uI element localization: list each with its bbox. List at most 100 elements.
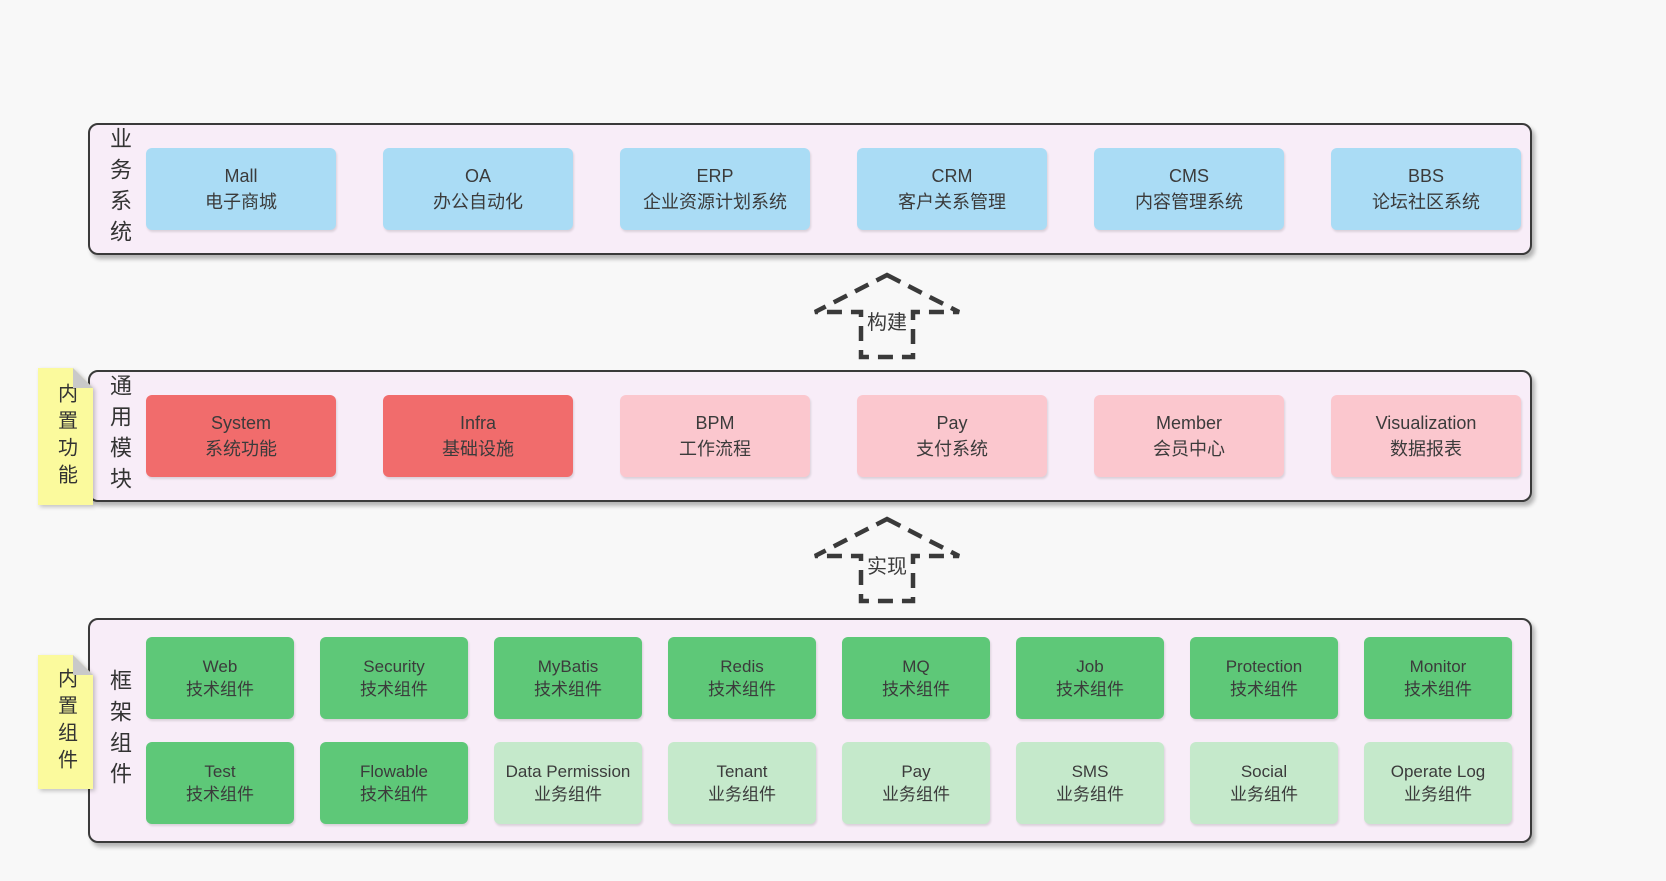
component-subtitle: 业务组件 <box>1056 785 1124 804</box>
module-title: BPM <box>695 413 735 433</box>
component-box-monitor: Monitor 技术组件 <box>1364 637 1512 719</box>
module-subtitle: 数据报表 <box>1390 439 1462 459</box>
component-title: Data Permission <box>505 762 631 781</box>
module-title: Infra <box>459 413 497 433</box>
module-box-system: System 系统功能 <box>146 395 336 477</box>
component-subtitle: 技术组件 <box>1230 680 1298 699</box>
component-title: Redis <box>720 657 764 676</box>
module-subtitle: 客户关系管理 <box>898 192 1006 212</box>
component-box-sms: SMS 业务组件 <box>1016 742 1164 824</box>
component-subtitle: 技术组件 <box>186 680 254 699</box>
component-subtitle: 技术组件 <box>708 680 776 699</box>
component-title: Operate Log <box>1390 762 1486 781</box>
band-label-common-modules: 通用模块 <box>107 374 132 498</box>
module-box-mall: Mall 电子商城 <box>146 148 336 230</box>
module-subtitle: 办公自动化 <box>433 192 523 212</box>
sticky-label: 内置组件 <box>54 668 77 776</box>
module-title: Visualization <box>1375 413 1477 433</box>
module-box-bbs: BBS 论坛社区系统 <box>1331 148 1521 230</box>
sticky-note-builtin-features: 内置功能 <box>38 368 93 505</box>
component-title: Job <box>1076 657 1104 676</box>
component-subtitle: 业务组件 <box>534 785 602 804</box>
module-box-pay: Pay 支付系统 <box>857 395 1047 477</box>
band-framework-components: 框架组件 Web 技术组件 Security 技术组件 MyBatis 技术组件… <box>88 618 1532 843</box>
component-title: Test <box>204 762 236 781</box>
component-subtitle: 技术组件 <box>1056 680 1124 699</box>
component-subtitle: 技术组件 <box>1404 680 1472 699</box>
band-label-framework-components: 框架组件 <box>107 668 132 793</box>
module-subtitle: 论坛社区系统 <box>1372 192 1480 212</box>
component-title: Pay <box>901 762 931 781</box>
module-subtitle: 会员中心 <box>1153 439 1225 459</box>
component-box-mybatis: MyBatis 技术组件 <box>494 637 642 719</box>
component-title: Protection <box>1225 657 1303 676</box>
module-box-bpm: BPM 工作流程 <box>620 395 810 477</box>
module-box-infra: Infra 基础设施 <box>383 395 573 477</box>
folded-corner-icon <box>73 368 93 388</box>
module-subtitle: 工作流程 <box>679 439 751 459</box>
build-arrow: 构建 <box>812 272 962 360</box>
folded-corner-icon <box>73 655 93 675</box>
band-common-modules: 通用模块 System 系统功能 Infra 基础设施 BPM 工作流程 Pay… <box>88 370 1532 502</box>
module-title: CMS <box>1169 166 1209 186</box>
module-subtitle: 支付系统 <box>916 439 988 459</box>
module-title: CRM <box>931 166 973 186</box>
module-title: Mall <box>224 166 258 186</box>
sticky-label: 内置功能 <box>54 382 77 491</box>
component-subtitle: 业务组件 <box>882 785 950 804</box>
component-box-tenant: Tenant 业务组件 <box>668 742 816 824</box>
up-arrow-icon <box>813 516 961 604</box>
module-subtitle: 基础设施 <box>442 439 514 459</box>
component-subtitle: 业务组件 <box>1404 785 1472 804</box>
module-title: ERP <box>696 166 734 186</box>
band-label-business-systems: 业务系统 <box>107 127 132 251</box>
component-title: Tenant <box>716 762 768 781</box>
component-box-security: Security 技术组件 <box>320 637 468 719</box>
module-box-member: Member 会员中心 <box>1094 395 1284 477</box>
component-box-mq: MQ 技术组件 <box>842 637 990 719</box>
component-subtitle: 业务组件 <box>1230 785 1298 804</box>
business-box-row: Mall 电子商城 OA 办公自动化 ERP 企业资源计划系统 CRM 客户关系… <box>146 148 1521 230</box>
module-title: Member <box>1155 413 1222 433</box>
component-title: MQ <box>902 657 930 676</box>
component-subtitle: 技术组件 <box>360 680 428 699</box>
component-box-protection: Protection 技术组件 <box>1190 637 1338 719</box>
component-title: MyBatis <box>537 657 599 676</box>
component-title: Security <box>363 657 425 676</box>
sticky-note-builtin-components: 内置组件 <box>38 655 93 789</box>
module-title: Pay <box>936 413 968 433</box>
component-title: Social <box>1240 762 1288 781</box>
component-box-job: Job 技术组件 <box>1016 637 1164 719</box>
component-box-flowable: Flowable 技术组件 <box>320 742 468 824</box>
module-subtitle: 电子商城 <box>205 192 277 212</box>
component-box-web: Web 技术组件 <box>146 637 294 719</box>
component-box-data-permission: Data Permission 业务组件 <box>494 742 642 824</box>
up-arrow-icon <box>813 272 961 360</box>
module-subtitle: 系统功能 <box>205 439 277 459</box>
module-title: BBS <box>1407 166 1445 186</box>
component-subtitle: 技术组件 <box>186 785 254 804</box>
common-box-row: System 系统功能 Infra 基础设施 BPM 工作流程 Pay 支付系统… <box>146 395 1521 477</box>
component-subtitle: 技术组件 <box>360 785 428 804</box>
component-subtitle: 技术组件 <box>534 680 602 699</box>
band-business-systems: 业务系统 Mall 电子商城 OA 办公自动化 ERP 企业资源计划系统 CRM… <box>88 123 1532 255</box>
implement-arrow-label: 实现 <box>864 550 910 579</box>
component-box-operate-log: Operate Log 业务组件 <box>1364 742 1512 824</box>
component-box-redis: Redis 技术组件 <box>668 637 816 719</box>
module-subtitle: 内容管理系统 <box>1135 192 1243 212</box>
component-title: Web <box>202 657 238 676</box>
module-title: OA <box>464 166 491 186</box>
component-title: SMS <box>1071 762 1109 781</box>
framework-box-rows: Web 技术组件 Security 技术组件 MyBatis 技术组件 Redi… <box>146 637 1512 824</box>
module-title: System <box>210 413 271 433</box>
component-subtitle: 技术组件 <box>882 680 950 699</box>
implement-arrow: 实现 <box>812 516 962 604</box>
module-box-erp: ERP 企业资源计划系统 <box>620 148 810 230</box>
component-title: Monitor <box>1409 657 1467 676</box>
component-title: Flowable <box>359 762 429 781</box>
framework-row-2: Test 技术组件 Flowable 技术组件 Data Permission … <box>146 742 1512 824</box>
module-box-cms: CMS 内容管理系统 <box>1094 148 1284 230</box>
component-box-test: Test 技术组件 <box>146 742 294 824</box>
module-box-crm: CRM 客户关系管理 <box>857 148 1047 230</box>
